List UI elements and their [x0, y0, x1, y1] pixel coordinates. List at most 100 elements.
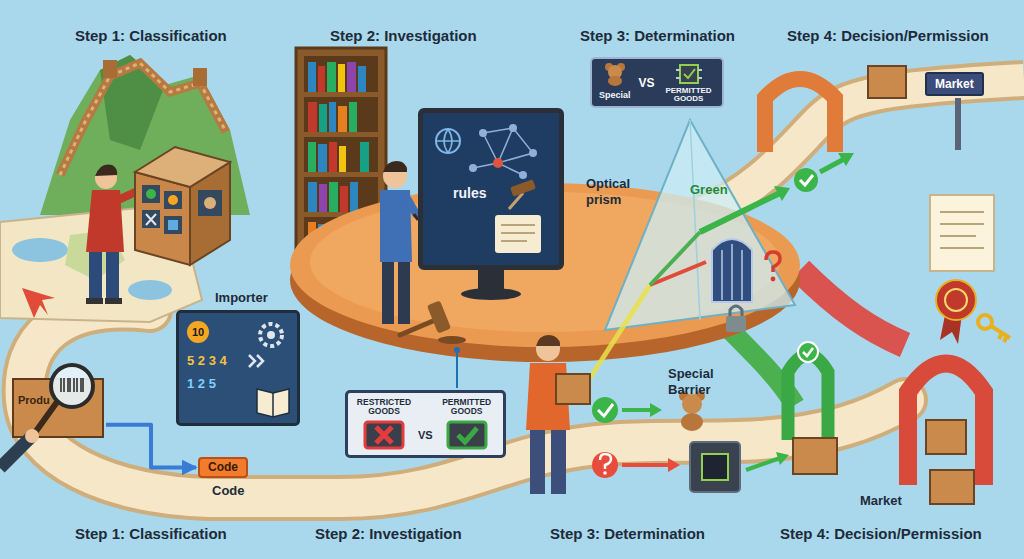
- code-label: Code: [212, 483, 245, 499]
- sorting-symbols: [682, 394, 702, 414]
- carrier-person: [556, 374, 590, 404]
- green-arrow: [838, 153, 854, 166]
- green-arrow: [820, 158, 846, 172]
- goods-cube: [146, 189, 156, 199]
- node-decoration: [509, 124, 517, 132]
- market-sign: Market: [925, 72, 984, 96]
- box-label: Produ: [18, 394, 50, 406]
- great-wall-mountain: [193, 68, 207, 86]
- green-arrow: [800, 175, 813, 185]
- market-label: Market: [860, 493, 902, 509]
- bookshelf: [308, 62, 316, 92]
- bookshelf: [308, 182, 317, 212]
- bookshelf: [329, 142, 337, 172]
- goods-cube: [135, 147, 230, 265]
- node-decoration: [34, 402, 57, 434]
- computer-screen: rules: [418, 108, 564, 270]
- bookshelf: [318, 144, 327, 172]
- sorting-symbols: [702, 454, 728, 480]
- sorting-symbols: [592, 391, 789, 492]
- bookshelf: [329, 182, 338, 212]
- step-heading: Step 3: Determination: [550, 525, 705, 543]
- optical-prism: [766, 252, 780, 272]
- node-decoration: [436, 129, 460, 153]
- button-text: Code: [208, 460, 238, 474]
- bookshelf: [304, 132, 378, 137]
- world-map: [128, 280, 172, 300]
- certificate: [991, 326, 1010, 342]
- monitor-stand: [461, 288, 521, 300]
- teddy-bear-icon: [608, 76, 622, 86]
- node-decoration: [25, 429, 39, 443]
- item-label: Special: [599, 90, 631, 100]
- versus-text: VS: [418, 429, 433, 441]
- step-heading: Step 4: Decision/Permission: [787, 27, 989, 45]
- code-screen: 105 2 3 41 2 5: [176, 310, 300, 426]
- arches: [765, 79, 984, 485]
- goods-cube: [164, 191, 182, 209]
- node-decoration: [473, 128, 533, 175]
- importer-person: [105, 298, 122, 304]
- investigator-person: [383, 161, 407, 172]
- check-icon: [446, 420, 488, 450]
- red-arrow: [22, 288, 55, 318]
- sorting-symbols: [690, 442, 740, 492]
- sorting-symbols: [668, 458, 680, 472]
- step-heading: Step 4: Decision/Permission: [780, 525, 982, 543]
- check-icon: [458, 428, 477, 442]
- sorting-symbols: [776, 452, 789, 465]
- node-decoration: [469, 164, 477, 172]
- importer-person: [106, 252, 119, 300]
- node-decoration: [529, 149, 537, 157]
- bookshelf: [347, 62, 356, 92]
- great-wall-mountain: [40, 55, 250, 215]
- importer-person: [95, 164, 117, 176]
- bookshelf: [319, 104, 327, 132]
- bookshelf: [358, 66, 366, 92]
- bookshelf: [327, 62, 336, 92]
- sorting-symbols: [681, 413, 703, 431]
- carrier-person: [536, 335, 560, 346]
- sorting-symbols: [600, 454, 611, 469]
- certificate: [930, 195, 1010, 344]
- node-decoration: [493, 158, 503, 168]
- sorting-symbols: [622, 408, 652, 412]
- certificate: [936, 280, 976, 320]
- versus-text: VS: [639, 76, 655, 90]
- parcel-boxes: [793, 438, 837, 474]
- node-decoration: [51, 365, 93, 407]
- bookshelf: [350, 182, 358, 212]
- goods-cube: [164, 216, 182, 234]
- leader-dot: [454, 347, 460, 353]
- arches: [908, 364, 984, 486]
- arches: [788, 355, 828, 440]
- bookshelf: [319, 184, 327, 212]
- cross-icon: [376, 427, 392, 443]
- gavel: [438, 336, 466, 344]
- bookshelf: [340, 186, 348, 212]
- great-wall-mountain: [103, 60, 117, 78]
- goods-cube: [146, 214, 156, 225]
- node-decoration: [14, 380, 102, 436]
- bookshelf: [339, 146, 346, 172]
- item-label: PERMITTED GOODS: [663, 87, 715, 103]
- investigator-person: [398, 262, 410, 324]
- sorting-symbols: [592, 452, 618, 478]
- optical-prism: [590, 285, 650, 378]
- panel-heading: PERMITTED GOODS: [437, 398, 497, 417]
- prism-label: Optical prism: [586, 176, 642, 207]
- parcel-boxes: [868, 66, 906, 98]
- sorting-symbols: [598, 404, 613, 416]
- barrier-label: Special Barrier: [668, 366, 730, 397]
- certificate: [978, 315, 992, 329]
- parcel-boxes: [926, 420, 966, 454]
- bookshelf: [304, 172, 378, 177]
- goods-cube: [168, 195, 178, 205]
- green-arrow: [794, 168, 818, 192]
- arches: [803, 348, 813, 356]
- bookshelf: [349, 102, 357, 132]
- node-decoration: [479, 129, 487, 137]
- sign-pole: [955, 98, 961, 150]
- investigator-person: [408, 200, 416, 214]
